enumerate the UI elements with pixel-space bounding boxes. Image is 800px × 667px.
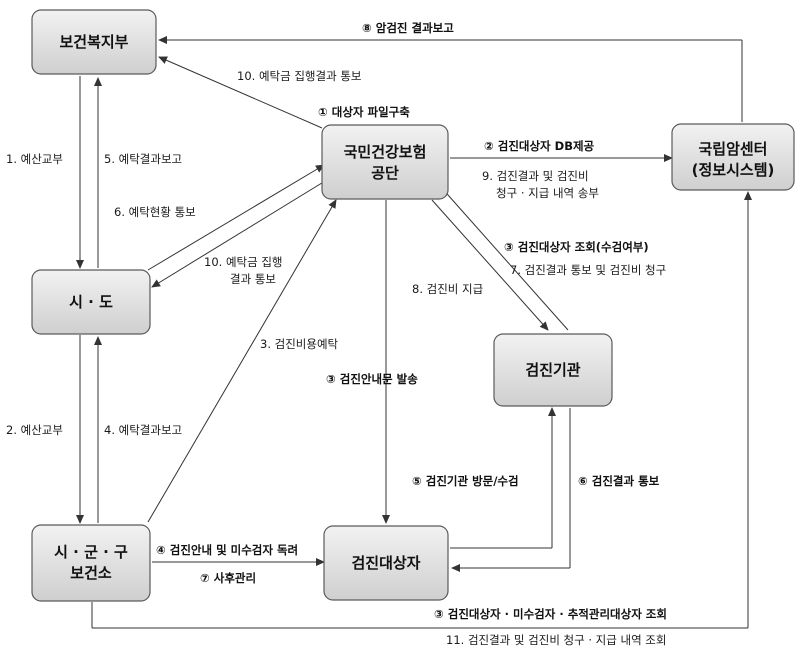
box-sgg-health-center: 시 · 군 · 구 보건소 — [31, 524, 151, 602]
svg-text:검진대상자: 검진대상자 — [351, 554, 420, 572]
label-4-guidance: ④ 검진안내 및 미수검자 독려 — [156, 543, 298, 557]
label-1-target-file: ① 대상자 파일구축 — [318, 105, 410, 119]
svg-text:(정보시스템): (정보시스템) — [692, 161, 775, 179]
svg-text:공단: 공단 — [371, 164, 399, 182]
label-6-deposit-status: 6. 예탁현황 통보 — [114, 205, 196, 219]
svg-text:보건복지부: 보건복지부 — [59, 33, 128, 51]
box-exam-target: 검진대상자 — [323, 525, 449, 601]
arrow-3-deposit — [147, 199, 337, 523]
label-2-db-provide: ② 검진대상자 DB제공 — [484, 139, 595, 153]
label-2-budget: 2. 예산교부 — [6, 423, 63, 437]
label-3-inquiry: ③ 검진대상자 조회(수검여부) — [504, 240, 649, 254]
label-3-notice: ③ 검진안내문 발송 — [326, 372, 418, 386]
arrow-10-deposit-result-top — [158, 56, 323, 129]
svg-text:시 · 군 · 구: 시 · 군 · 구 — [54, 543, 128, 561]
label-1-budget: 1. 예산교부 — [6, 152, 63, 166]
label-9-line2: 청구 · 지급 내역 송부 — [496, 186, 599, 200]
label-10-mid-line2: 결과 통보 — [230, 272, 276, 286]
svg-text:검진기관: 검진기관 — [525, 361, 580, 379]
label-6-result-notice: ⑥ 검진결과 통보 — [578, 474, 660, 488]
box-mohw: 보건복지부 — [31, 9, 157, 75]
svg-text:시 · 도: 시 · 도 — [69, 293, 113, 311]
label-8-payment: 8. 검진비 지급 — [412, 282, 483, 296]
arrow-3-inquiry — [439, 185, 569, 331]
label-11-bottom: 11. 검진결과 및 검진비 청구 · 지급 내역 조회 — [446, 633, 666, 647]
label-7-followup: ⑦ 사후관리 — [200, 571, 256, 585]
label-4-deposit-report: 4. 예탁결과보고 — [104, 423, 182, 437]
box-ncc: 국립암센터 (정보시스템) — [671, 123, 795, 191]
label-8-cancer-report: ⑧ 암검진 결과보고 — [362, 21, 454, 35]
arrow-10-deposit-result-mid — [151, 177, 331, 288]
label-3-deposit: 3. 검진비용예탁 — [260, 337, 339, 351]
label-10-mid-line1: 10. 예탁금 집행 — [204, 255, 283, 269]
box-nhis: 국민건강보험 공단 — [321, 124, 449, 200]
label-7-result-claim: 7. 검진결과 통보 및 검진비 청구 — [510, 263, 666, 277]
label-5-visit: ⑤ 검진기관 방문/수검 — [412, 474, 519, 488]
svg-text:국민건강보험: 국민건강보험 — [344, 143, 427, 161]
box-sido: 시 · 도 — [31, 269, 151, 335]
label-3-bottom: ③ 검진대상자 · 미수검자 · 추적관리대상자 조회 — [434, 607, 667, 621]
label-5-deposit-report: 5. 예탁결과보고 — [104, 152, 182, 166]
label-10-deposit-result-top: 10. 예탁금 집행결과 통보 — [237, 69, 361, 83]
box-exam-institution: 검진기관 — [493, 333, 613, 407]
label-9-line1: 9. 검진결과 및 검진비 — [482, 169, 589, 183]
svg-text:국립암센터: 국립암센터 — [698, 140, 767, 158]
arrow-6-deposit-status — [147, 164, 325, 271]
arrow-8-payment — [431, 199, 549, 331]
svg-text:보건소: 보건소 — [70, 564, 112, 582]
